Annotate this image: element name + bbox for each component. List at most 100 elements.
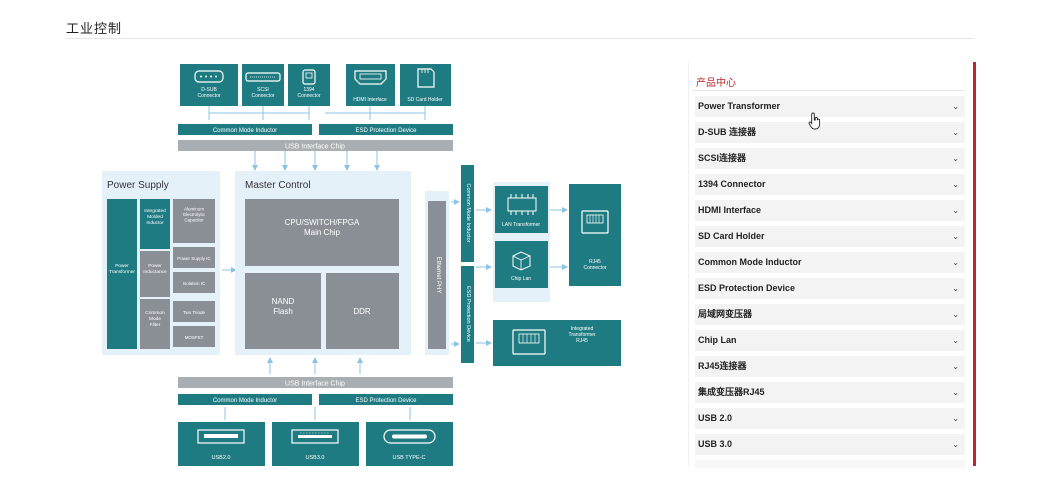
- power-supply-ic-label: Power Supply IC: [177, 256, 211, 261]
- product-center-sidebar: 产品中心 Power Transformer⌄ D-SUB 连接器 ⌄ SCSI连…: [688, 62, 976, 468]
- 1394-connector-icon: [302, 69, 316, 85]
- lan-transformer-block: LAN Transformer: [495, 186, 548, 233]
- vertical-esd-protection-device-label: ESD Protection Device: [465, 286, 471, 342]
- sidebar-item-label: SD Card Holder: [698, 231, 765, 241]
- sidebar-item-dsub-connector[interactable]: D-SUB 连接器 ⌄: [695, 122, 965, 143]
- usb3-icon: [291, 429, 339, 444]
- sidebar-item-sd-card-holder[interactable]: SD Card Holder ⌄: [695, 226, 965, 247]
- sidebar-item-usb-2-0[interactable]: USB 2.0⌄: [695, 408, 965, 429]
- top-esd-protection-device-label: ESD Protection Device: [355, 128, 417, 134]
- sidebar-item-label: HDMI Interface: [698, 205, 762, 215]
- bottom-usb-interface-chip-label: USB Interface Chip: [285, 381, 345, 388]
- mosfet-label: MOSFET: [185, 335, 204, 340]
- chevron-down-icon: ⌄: [952, 362, 959, 371]
- hdmi-icon: [354, 70, 387, 85]
- product-center-title: 产品中心: [696, 78, 736, 89]
- lan-transformer-icon: [507, 194, 537, 215]
- sidebar-item-lan-transformer[interactable]: 局域网变压器 ⌄: [695, 304, 965, 325]
- product-category-list: Power Transformer⌄ D-SUB 连接器 ⌄ SCSI连接器 ⌄ 1…: [695, 96, 965, 473]
- sidebar-item-label: USB 2.0: [698, 413, 733, 423]
- usb-type-c-connector-block: USB TYPE-C: [366, 422, 453, 466]
- chevron-down-icon: ⌄: [952, 180, 959, 189]
- chevron-down-icon: ⌄: [952, 440, 959, 449]
- sidebar-item-label: RJ45连接器: [698, 361, 747, 371]
- sidebar-item-usb-3-0[interactable]: USB 3.0 ⌄: [695, 434, 965, 455]
- sidebar-item-label: SCSI连接器: [698, 153, 747, 163]
- sidebar-item-common-mode-inductor[interactable]: Common Mode Inductor⌄: [695, 252, 965, 273]
- ethernet-phy-block: Ethernet PHY: [425, 191, 449, 355]
- sidebar-item-1394-connector[interactable]: 1394 Connector ⌄: [695, 174, 965, 195]
- integrated-rj45-icon: [512, 329, 546, 355]
- hdmi-interface-label: HDMI Interface: [353, 97, 387, 103]
- ddr-label: DDR: [353, 307, 371, 316]
- master-control-title: Master Control: [245, 180, 311, 191]
- network-arrows: [451, 199, 568, 347]
- chevron-down-icon: ⌄: [952, 310, 959, 319]
- sd-card-holder-label: SD Card Holder: [407, 97, 443, 103]
- vertical-common-mode-inductor-bar: Common Mode Inductor: [461, 165, 474, 262]
- sidebar-item-label: D-SUB 连接器: [698, 127, 756, 137]
- bottom-esd-protection-device-bar: ESD Protection Device: [319, 394, 453, 405]
- usb3-connector-block: USB3.0: [272, 422, 359, 466]
- chip-lan-label: Chip Lan: [511, 276, 531, 282]
- top-esd-protection-device-bar: ESD Protection Device: [319, 124, 453, 135]
- sidebar-item-integrated-transformer-rj45[interactable]: 集成变压器RJ45 ⌄: [695, 382, 965, 403]
- lan-transformer-label: LAN Transformer: [502, 222, 540, 228]
- sidebar-item-chip-lan[interactable]: Chip Lan⌄: [695, 330, 965, 351]
- sidebar-item-label: USB 3.0: [698, 439, 733, 449]
- vertical-esd-protection-device-bar: ESD Protection Device: [461, 266, 474, 363]
- vertical-common-mode-inductor-label: Common Mode Inductor: [465, 184, 471, 243]
- chevron-down-icon: ⌄: [952, 102, 959, 111]
- dsub-connector-icon: [194, 70, 224, 83]
- bottom-arrows: [224, 357, 411, 420]
- title-divider: [66, 38, 974, 39]
- hand-pointer-icon: [808, 112, 821, 130]
- sidebar-item-power-transformer[interactable]: Power Transformer⌄: [695, 96, 965, 117]
- sidebar-item-label: 集成变压器RJ45: [698, 387, 765, 397]
- sidebar-item-rj45-connector[interactable]: RJ45连接器 ⌄: [695, 356, 965, 377]
- bottom-esd-protection-device-label: ESD Protection Device: [355, 398, 417, 404]
- bottom-usb-interface-chip-bar: USB Interface Chip: [178, 377, 453, 388]
- page-title: 工业控制: [66, 21, 123, 36]
- sidebar-item-label: 1394 Connector: [698, 179, 766, 189]
- chip-lan-block: Chip Lan: [495, 241, 548, 288]
- sd-card-icon: [417, 68, 435, 88]
- sidebar-item-esd-protection-device[interactable]: ESD Protection Device⌄: [695, 278, 965, 299]
- top-common-mode-inductor-bar: Common Mode Inductor: [178, 124, 312, 135]
- chevron-down-icon: ⌄: [952, 258, 959, 267]
- chevron-down-icon: ⌄: [952, 232, 959, 241]
- isolation-ic-label: Isolation IC: [183, 281, 206, 286]
- usb2-icon: [197, 429, 245, 444]
- usb2-connector-block: USB2.0: [178, 422, 265, 466]
- top-usb-interface-chip-label: USB Interface Chip: [285, 144, 345, 151]
- chevron-down-icon: ⌄: [952, 154, 959, 163]
- hdmi-interface-block: HDMI Interface: [346, 64, 395, 106]
- bottom-common-mode-inductor-bar: Common Mode Inductor: [178, 394, 312, 405]
- sidebar-item-scsi-connector[interactable]: SCSI连接器 ⌄: [695, 148, 965, 169]
- chevron-down-icon: ⌄: [952, 128, 959, 137]
- usb-type-c-icon: [383, 429, 436, 444]
- sidebar-item-partial[interactable]: [695, 460, 965, 468]
- power-supply-title: Power Supply: [107, 180, 169, 191]
- sidebar-item-label: 局域网变压器: [698, 309, 753, 319]
- chevron-down-icon: ⌄: [952, 388, 959, 397]
- sidebar-item-hdmi-interface[interactable]: HDMI Interface⌄: [695, 200, 965, 221]
- ethernet-phy-label: Ethernet PHY: [435, 257, 441, 294]
- top-usb-interface-chip-bar: USB Interface Chip: [178, 140, 453, 151]
- sd-card-holder-block: SD Card Holder: [400, 64, 451, 106]
